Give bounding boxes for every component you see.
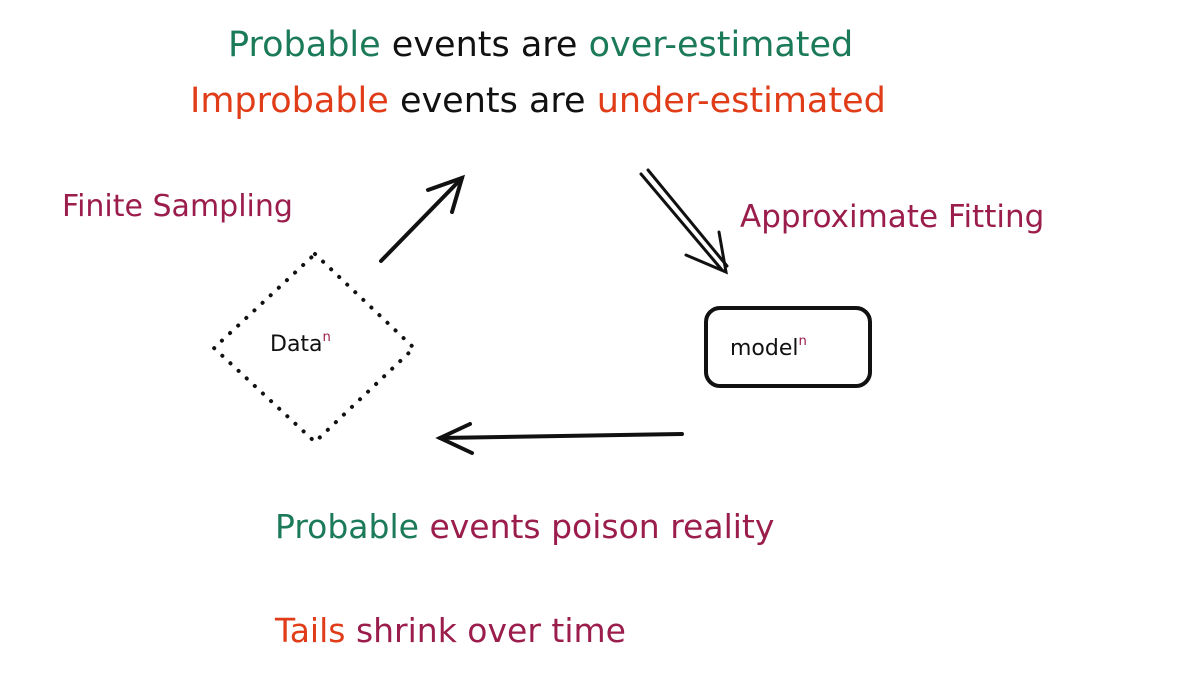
headline-over-estimated: over-estimated (588, 25, 854, 65)
footer-probable: Probable (275, 507, 419, 546)
headline-events-are: events are (380, 25, 589, 65)
model-box (704, 306, 872, 388)
footer-line-1: Probable events poison reality (275, 510, 774, 543)
label-approximate-fitting: Approximate Fitting (740, 199, 1045, 235)
node-model: modeln (730, 335, 807, 361)
label-finite-sampling: Finite Sampling (62, 189, 293, 224)
arrow-feedback (435, 422, 684, 455)
arrow-approximate-fitting (639, 168, 729, 275)
footer-tails: Tails (275, 611, 346, 650)
headline-probable: Probable (228, 25, 381, 65)
node-model-label: model (730, 336, 799, 361)
headline-line-2: Improbable events are under-estimated (190, 84, 886, 119)
footer-shrink-over-time: shrink over time (345, 611, 626, 650)
node-data: Datan (270, 331, 331, 357)
footer-events-poison-reality: events poison reality (418, 507, 775, 546)
node-data-label: Data (270, 332, 323, 357)
footer-line-2: Tails shrink over time (275, 614, 626, 647)
headline-events-are-2: events are (388, 81, 597, 121)
node-model-superscript: n (798, 333, 807, 349)
headline-under-estimated: under-estimated (596, 81, 886, 121)
headline-improbable: Improbable (190, 81, 389, 121)
headline-line-1: Probable events are over-estimated (228, 28, 853, 63)
data-diamond (212, 252, 416, 444)
node-data-superscript: n (322, 329, 331, 345)
arrow-finite-sampling (379, 174, 466, 263)
